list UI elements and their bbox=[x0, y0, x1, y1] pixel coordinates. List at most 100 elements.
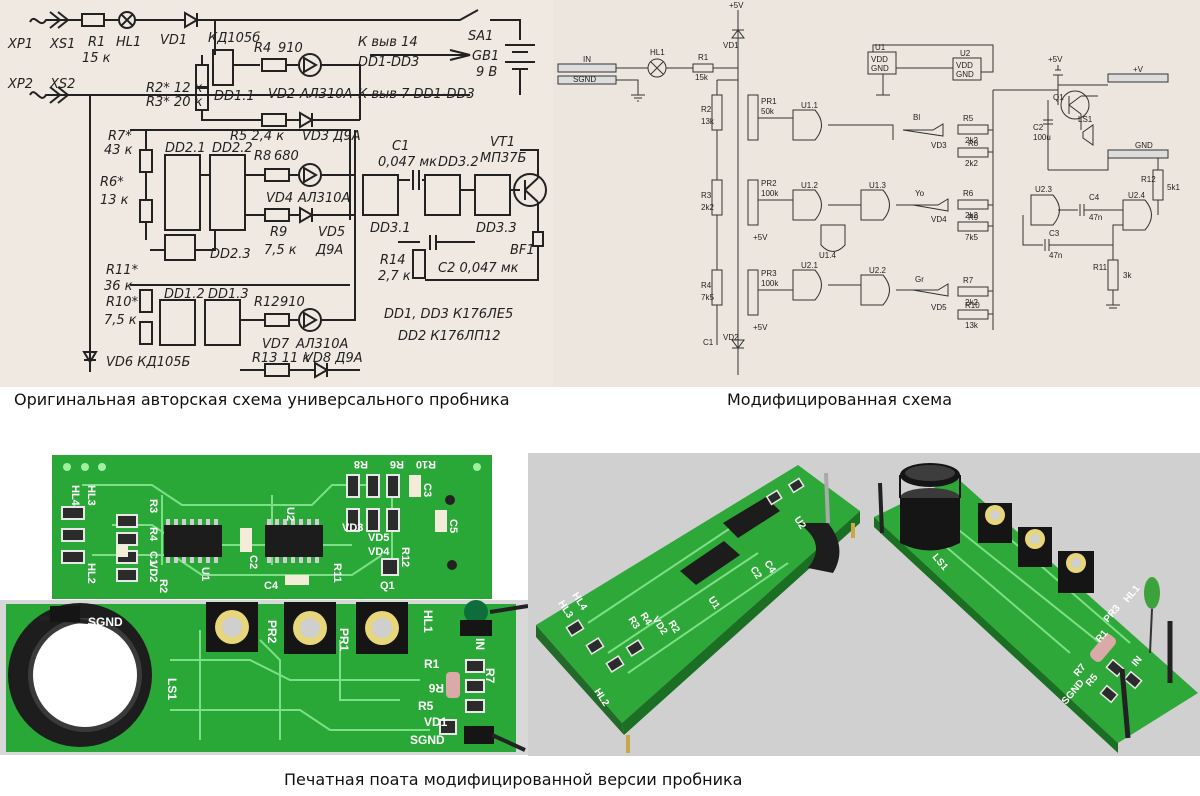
label-u1: U1 bbox=[875, 43, 886, 52]
silk-vd3: VD3 bbox=[342, 522, 363, 534]
label-pin7: К выв 7 DD1-DD3 bbox=[358, 87, 475, 102]
label-r9-value: 7,5 к bbox=[264, 243, 297, 258]
label-dd32: DD3.2 bbox=[438, 155, 479, 170]
label-u23: U2.3 bbox=[1035, 185, 1052, 194]
label-c2: C2 bbox=[1033, 123, 1044, 132]
label-u2-gnd: GND bbox=[956, 70, 974, 79]
silk-u2: U2 bbox=[284, 507, 296, 521]
label-vd5-type: Д9А bbox=[315, 243, 343, 258]
label-r3-value: 2k2 bbox=[701, 203, 714, 212]
silk-c2: C2 bbox=[247, 555, 259, 569]
silk-r6: R6 bbox=[390, 458, 404, 470]
label-v5-right: +5V bbox=[1048, 55, 1063, 64]
silk-sgnd-top: SGND bbox=[88, 615, 123, 629]
pcb-bottom-panel: SGND LS1 PR2 PR1 HL1 IN R1 R7 R6 R5 VD1 … bbox=[0, 600, 530, 755]
silk-vd4: VD4 bbox=[368, 546, 390, 558]
label-bf1: BF1 bbox=[510, 243, 535, 258]
label-r13: R13 11 к bbox=[252, 351, 310, 366]
label-sa1: SA1 bbox=[468, 29, 493, 44]
label-vd3: VD3 bbox=[931, 141, 947, 150]
label-vd1: VD1 bbox=[160, 33, 187, 48]
label-r7-value: 2k2 bbox=[965, 298, 978, 307]
label-dd13: DD1.3 bbox=[208, 287, 249, 302]
label-hl1: HL1 bbox=[116, 35, 141, 50]
label-dd12: DD1.2 bbox=[164, 287, 205, 302]
original-schematic: XP1 XS1 XP2 XS2 R1 15 к HL1 VD1 КД105б R… bbox=[7, 9, 547, 379]
label-r9: R9 bbox=[270, 225, 287, 240]
label-r4: R4 bbox=[254, 41, 271, 56]
label-r1-value: 15 к bbox=[82, 51, 111, 66]
label-vd7: VD7 bbox=[262, 337, 290, 352]
silk-c1: C1 bbox=[147, 551, 159, 565]
label-xs1: XS1 bbox=[49, 37, 75, 52]
silk-hl1: HL1 bbox=[421, 610, 435, 633]
label-r1-value: 15k bbox=[695, 73, 709, 82]
silk-pr2: PR2 bbox=[265, 620, 279, 644]
label-r1: R1 bbox=[698, 53, 709, 62]
label-r2: R2* 12 к bbox=[146, 81, 203, 96]
label-r2-value: 13k bbox=[701, 117, 715, 126]
label-dd21: DD2.1 bbox=[165, 141, 206, 156]
label-v5-b: +5V bbox=[753, 323, 768, 332]
caption-pcb: Печатная поата модифицированной версии п… bbox=[284, 770, 743, 789]
label-pin14: К выв 14 bbox=[358, 35, 418, 50]
original-schematic-panel: XP1 XS1 XP2 XS2 R1 15 к HL1 VD1 КД105б R… bbox=[0, 0, 553, 387]
label-r6-value: 2k2 bbox=[965, 211, 978, 220]
label-note-dd1-dd3: DD1, DD3 К176ЛЕ5 bbox=[384, 307, 513, 322]
label-r6: R6* bbox=[100, 175, 124, 190]
silk-q1: Q1 bbox=[380, 580, 395, 592]
silk-hl4: HL4 bbox=[69, 485, 81, 507]
label-r5: R5 2,4 к bbox=[230, 129, 284, 144]
label-u11: U1.1 bbox=[801, 101, 818, 110]
label-v5-top: +5V bbox=[729, 1, 744, 10]
label-r9-value: 7k5 bbox=[965, 233, 978, 242]
label-r2: R2 bbox=[701, 105, 712, 114]
silk-c3: C3 bbox=[421, 483, 433, 497]
label-c4-value: 47n bbox=[1089, 213, 1102, 222]
caption-modified: Модифицированная схема bbox=[727, 390, 953, 409]
label-c1-value: 0,047 мк bbox=[378, 155, 437, 170]
label-r1: R1 bbox=[88, 35, 105, 50]
label-r8-value: 680 bbox=[274, 149, 299, 164]
label-c1: C1 bbox=[703, 338, 714, 347]
label-hl1: HL1 bbox=[650, 48, 665, 57]
silk-r11: R11 bbox=[331, 563, 343, 583]
label-vd5: VD5 bbox=[318, 225, 345, 240]
label-yo: Yo bbox=[915, 189, 925, 198]
silk-r2: R2 bbox=[157, 579, 169, 593]
label-in: IN bbox=[583, 55, 591, 64]
label-xs2: XS2 bbox=[49, 77, 75, 92]
label-r5-value: 2k2 bbox=[965, 136, 978, 145]
label-u1-vdd: VDD bbox=[871, 55, 888, 64]
silk-r1: R1 bbox=[424, 657, 440, 671]
label-dd11: DD1.1 bbox=[214, 89, 255, 104]
label-pr3-value: 100k bbox=[761, 279, 779, 288]
label-u24: U2.4 bbox=[1128, 191, 1145, 200]
label-note-dd2: DD2 К176ЛП12 bbox=[398, 329, 501, 344]
label-pr1: PR1 bbox=[761, 97, 777, 106]
silk-vd1: VD1 bbox=[424, 715, 448, 729]
label-u21: U2.1 bbox=[801, 261, 818, 270]
label-ls1: LS1 bbox=[1078, 115, 1093, 124]
label-r3: R3* 20 к bbox=[146, 95, 203, 110]
pcb-3d-left-panel: R3 R4 VD2 R2 U1 C2 C4 U2 HL3 HL4 HL2 bbox=[528, 453, 870, 756]
label-vd7-type: АЛ310А bbox=[295, 337, 348, 352]
label-vd2: VD2 bbox=[268, 87, 295, 102]
label-dd31: DD3.1 bbox=[370, 221, 411, 236]
label-r14-value: 2,7 к bbox=[378, 269, 411, 284]
label-r10: R10 bbox=[965, 301, 980, 310]
label-dd23: DD2.3 bbox=[210, 247, 251, 262]
label-vd4: VD4 bbox=[266, 191, 293, 206]
label-vt1-type: МП37Б bbox=[480, 151, 527, 166]
label-pr2: PR2 bbox=[761, 179, 777, 188]
label-pr3: PR3 bbox=[761, 269, 777, 278]
label-vd4-type: АЛ310А bbox=[297, 191, 350, 206]
label-gnd: GND bbox=[1135, 141, 1153, 150]
label-r8: R8 bbox=[254, 149, 271, 164]
label-gb1-value: 9 В bbox=[476, 65, 497, 80]
silk-r3: R3 bbox=[147, 499, 159, 513]
modified-schematic: IN SGND HL1 R1 15k +5V VD1 R2 13k PR1 50… bbox=[557, 1, 1180, 375]
label-pin14-chips: DD1-DD3 bbox=[358, 55, 419, 70]
silk-c5: C5 bbox=[447, 519, 459, 533]
silk3dr-hl1: HL1 bbox=[1122, 583, 1143, 605]
